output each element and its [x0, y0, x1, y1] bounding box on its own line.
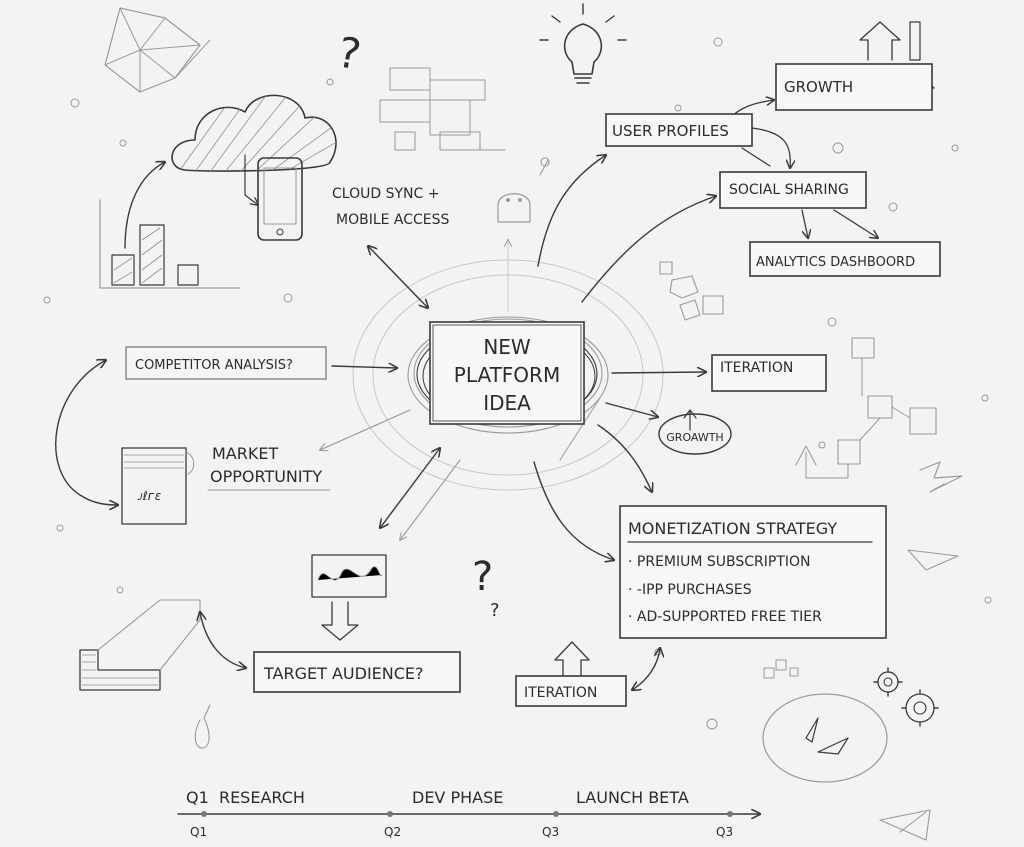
cloud-sync-line2: MOBILE ACCESS — [336, 212, 450, 228]
iteration-right-label: ITERATION — [720, 360, 793, 376]
zigzag-doodle — [919, 461, 963, 493]
growth-node[interactable]: GROWTH — [775, 63, 933, 111]
svg-text:?: ? — [472, 554, 493, 600]
iteration-right-node[interactable]: ITERATION — [711, 354, 827, 392]
svg-text:?: ? — [490, 600, 500, 621]
central-idea-line1: NEW — [483, 335, 531, 359]
monetization-title: MONETIZATION STRATEGY — [628, 519, 837, 538]
competitor-analysis-label: COMPETITOR ANALYSIS? — [135, 358, 293, 373]
small-shapes-right — [659, 261, 724, 321]
timeline-tick-q2: Q2 — [384, 825, 401, 839]
social-sharing-node[interactable]: SOCIAL SHARING — [719, 171, 867, 209]
compass-doodle — [762, 693, 888, 783]
target-audience-label: TARGET AUDIENCE? — [263, 664, 424, 683]
monetization-strategy-node[interactable]: MONETIZATION STRATEGY · PREMIUM SUBSCRIP… — [619, 505, 887, 639]
lightbulb-icon — [539, 3, 627, 84]
growth-node-label: GROWTH — [784, 78, 853, 96]
growth-small-label: GROAWTH — [666, 431, 723, 444]
scatter-circles — [43, 37, 992, 730]
timeline-phase-research: Q1 RESEARCH — [186, 788, 305, 807]
smartphone-icon — [244, 154, 303, 241]
timeline-tick-q3b: Q3 — [716, 825, 733, 839]
market-line2: OPPORTUNITY — [210, 467, 322, 486]
central-idea-node[interactable]: NEW PLATFORM IDEA — [429, 321, 585, 425]
analytics-dashboard-label: ANALYTICS DASHBOORD — [756, 255, 915, 270]
timeline: Q1 RESEARCH DEV PHASE LAUNCH BETA Q1 Q2 … — [177, 788, 760, 839]
geometric-crystal-doodle — [104, 7, 211, 93]
question-mark-doodle-mid: ? ? — [472, 554, 500, 621]
market-line1: MARKET — [212, 444, 278, 463]
drop-doodle — [194, 704, 211, 749]
small-squares-bottom — [763, 659, 799, 679]
monetization-item-3: · AD-SUPPORTED FREE TIER — [628, 609, 822, 625]
document-icon: ᴊℓᴦɛ — [121, 447, 195, 525]
robot-doodle — [497, 157, 550, 223]
sticky-chart-doodle — [311, 554, 387, 641]
cloud-sync-label: CLOUD SYNC + MOBILE ACCESS — [332, 186, 450, 228]
svg-text:?: ? — [334, 27, 364, 79]
central-idea-line3: IDEA — [483, 391, 531, 415]
cloud-sync-line1: CLOUD SYNC + — [332, 186, 439, 202]
iteration-bottom-label: ITERATION — [524, 685, 597, 701]
timeline-phase-launch: LAUNCH BETA — [576, 788, 689, 807]
flowchart-doodle — [795, 337, 937, 479]
question-mark-doodle-top: ? — [334, 27, 364, 79]
svg-text:ᴊℓᴦɛ: ᴊℓᴦɛ — [137, 489, 162, 503]
bar-chart-doodle — [99, 162, 241, 289]
timeline-tick-q1: Q1 — [190, 825, 207, 839]
timeline-phase-dev: DEV PHASE — [412, 788, 503, 807]
user-profiles-label: USER PROFILES — [612, 122, 729, 140]
target-audience-node[interactable]: TARGET AUDIENCE? — [253, 651, 461, 693]
gears-icon — [873, 667, 939, 727]
monetization-item-2: · -IPP PURCHASES — [628, 582, 752, 598]
market-opportunity-label: MARKET OPPORTUNITY — [207, 444, 331, 491]
connector-lines — [55, 100, 878, 690]
paper-plane-doodle — [907, 549, 959, 571]
bottom-right-doodle — [879, 809, 931, 841]
analytics-dashboard-node[interactable]: ANALYTICS DASHBOORD — [749, 241, 941, 277]
blocks-doodle — [379, 67, 506, 151]
iteration-bottom-node[interactable]: ITERATION — [515, 675, 627, 707]
cloud-icon — [171, 94, 337, 172]
growth-small-node[interactable]: GROAWTH — [658, 409, 732, 455]
timeline-tick-q3a: Q3 — [542, 825, 559, 839]
social-sharing-label: SOCIAL SHARING — [729, 182, 849, 198]
central-idea-line2: PLATFORM — [454, 363, 560, 387]
stairs-doodle — [79, 599, 201, 691]
monetization-item-1: · PREMIUM SUBSCRIPTION — [628, 554, 811, 570]
competitor-analysis-node[interactable]: COMPETITOR ANALYSIS? — [125, 346, 327, 380]
user-profiles-node[interactable]: USER PROFILES — [605, 113, 753, 147]
